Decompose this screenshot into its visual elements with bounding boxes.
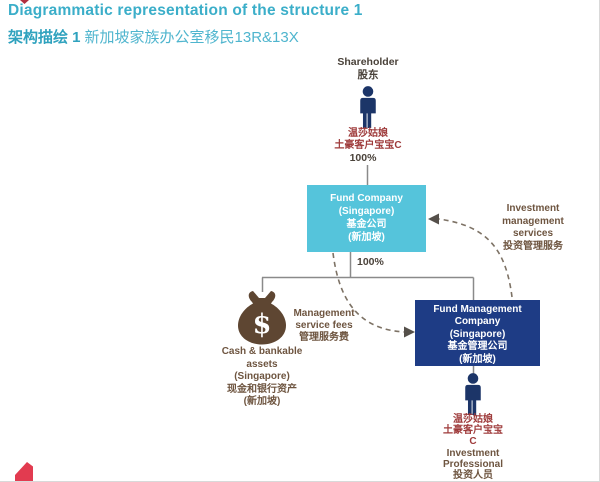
- fmc-name-en3: (Singapore): [449, 328, 506, 340]
- management-fees-line1: Management: [293, 308, 355, 319]
- fmc-name-en1: Fund Management: [433, 304, 522, 315]
- fund-management-company-box: Fund Management Company (Singapore) 基金管理…: [415, 300, 540, 366]
- management-fees-label: Management service fees 管理服务费: [284, 308, 364, 345]
- shareholder-label: Shareholder 股东: [308, 56, 428, 82]
- fund-company-name-en2: (Singapore): [338, 206, 395, 217]
- subtitle-rest-part: 新加坡家族办公室移民13R&13X: [84, 29, 299, 46]
- investment-services-label: Investment management services 投资管理服务: [487, 203, 579, 253]
- cash-assets-en1: Cash & bankable: [221, 346, 303, 357]
- owner-name-line1: 温莎姑娘: [348, 128, 388, 139]
- money-bag-icon: $: [238, 291, 286, 345]
- investment-professional-label: 温莎姑娘 土豪客户宝宝 C Investment Professional 投资…: [413, 414, 533, 481]
- cash-assets-en3: (Singapore): [234, 371, 290, 383]
- shareholder-person-icon: [360, 86, 376, 128]
- investment-services-line1: Investment: [506, 203, 560, 214]
- shareholder-label-en: Shareholder: [337, 56, 399, 68]
- subtitle-bold-part: 架构描绘 1: [8, 29, 81, 46]
- professional-name-line2: 土豪客户宝宝: [443, 425, 503, 437]
- fmc-name-en2: Company: [454, 316, 501, 328]
- professional-role-line1: Investment: [446, 447, 500, 459]
- professional-name-line3: C: [469, 436, 477, 448]
- professional-name-line1: 温莎姑娘: [453, 414, 493, 425]
- cash-assets-label: Cash & bankable assets (Singapore) 现金和银行…: [202, 346, 322, 409]
- fmc-name-zh1: 基金管理公司: [447, 341, 508, 353]
- professional-role-line3: 投资人员: [453, 470, 493, 482]
- clipped-logo-fragment-top: [20, 0, 29, 4]
- arrowhead-into-fundco: [428, 213, 439, 225]
- fund-company-name-en1: Fund Company: [330, 193, 403, 204]
- management-fees-line3: 管理服务费: [299, 332, 349, 344]
- arrowhead-into-fmc: [404, 326, 415, 338]
- professional-role-line2: Professional: [442, 458, 504, 470]
- fund-company-name-zh2: (新加坡): [348, 232, 385, 243]
- shareholder-owner-name: 温莎姑娘 土豪客户宝宝C: [308, 128, 428, 151]
- cash-assets-zh2: (新加坡): [243, 396, 281, 408]
- fund-company-box: Fund Company (Singapore) 基金公司 (新加坡): [307, 185, 426, 252]
- clipped-logo-fragment-bottom: [15, 462, 33, 481]
- cash-assets-zh1: 现金和银行资产: [227, 383, 297, 395]
- page-title: Diagrammatic representation of the struc…: [8, 2, 363, 19]
- fmc-name-zh2: (新加坡): [459, 353, 496, 365]
- owner-name-line2: 土豪客户宝宝C: [334, 139, 402, 151]
- dollar-sign: $: [253, 309, 272, 340]
- investment-services-line2: management: [502, 215, 564, 227]
- cash-assets-en2: assets: [246, 358, 278, 370]
- investment-services-line4: 投资管理服务: [503, 240, 563, 252]
- fund-company-name-zh1: 基金公司: [346, 219, 387, 230]
- shareholder-ownership-pct: 100%: [349, 152, 377, 164]
- investment-services-line3: services: [512, 228, 554, 240]
- shareholder-label-zh: 股东: [357, 69, 379, 81]
- investment-professional-person-icon: [465, 373, 481, 415]
- management-fees-line2: service fees: [295, 320, 353, 332]
- fund-company-ownership-pct: 100%: [357, 256, 384, 268]
